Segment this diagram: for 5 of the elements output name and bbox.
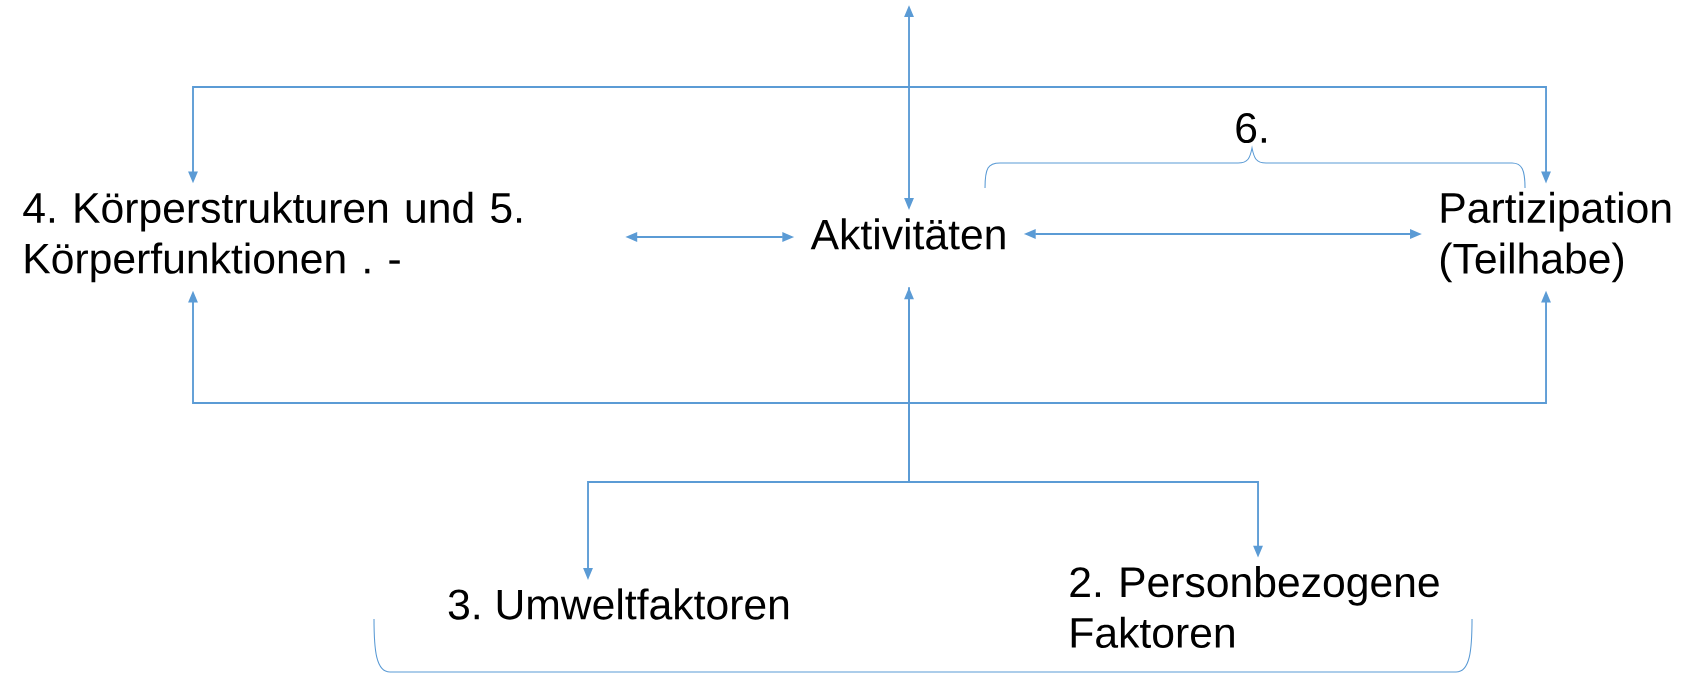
node-text: 2. Personbezogene Faktoren <box>1070 566 1439 648</box>
node-text: Aktivitäten <box>810 218 1005 250</box>
node-text: 4. Körperstrukturen und 5. Körperfunktionen . - <box>23 191 522 283</box>
node-text: Partizipation (Teilhabe) <box>1440 191 1671 283</box>
node-text: 3. Umweltfaktoren <box>448 588 789 620</box>
